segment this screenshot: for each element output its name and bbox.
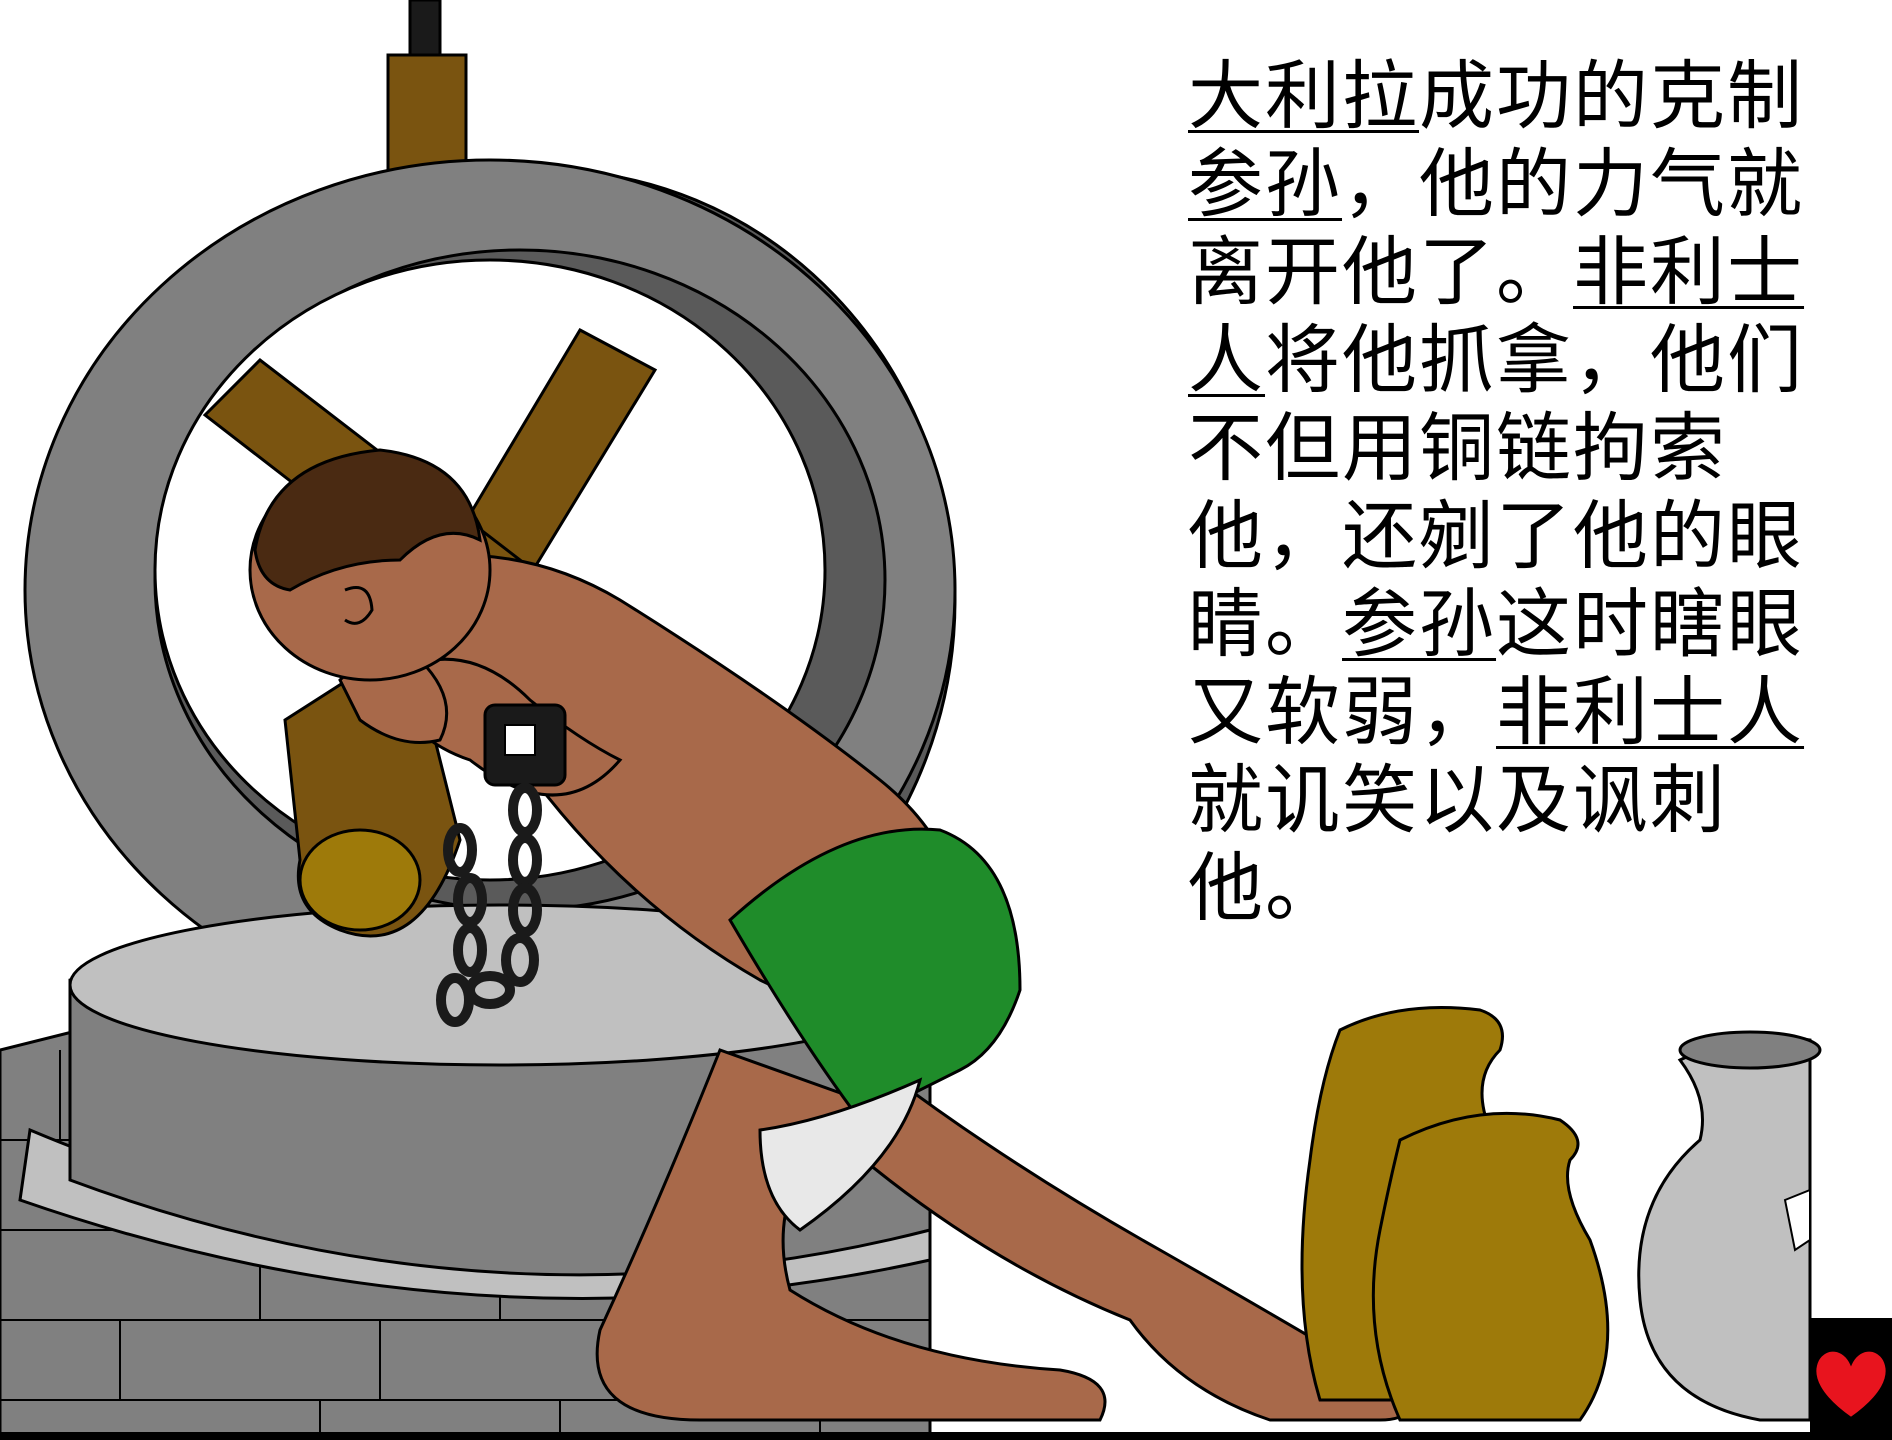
shackle-plate (504, 724, 536, 756)
jug-mouth (1678, 1030, 1822, 1070)
caption-segment: 非利士人 (1496, 668, 1805, 756)
caption-segment: 就讥笑以及讽刺他。 (1188, 756, 1728, 932)
water-jug (1637, 1036, 1812, 1422)
heart-icon (1814, 1349, 1888, 1420)
man-ear (344, 586, 374, 625)
axle-rod (408, 0, 442, 62)
next-page-button[interactable] (1810, 1318, 1892, 1440)
caption-segment: 非利士人 (1188, 228, 1805, 404)
man-undercloth (758, 1077, 923, 1232)
caption-segment: 大利拉 (1188, 52, 1420, 140)
chain (436, 783, 542, 1027)
caption-segment: 将他抓拿，他们不但用铜链拘索他，还剜了他的眼睛。 (1188, 316, 1805, 668)
caption-segment: ，他的力气就离开他了。 (1188, 140, 1805, 316)
caption-segment: 参孙 (1342, 580, 1497, 668)
beam-end (298, 828, 422, 932)
caption-segment: 参孙 (1188, 140, 1343, 228)
man-loincloth (728, 827, 1022, 1122)
man-back-leg (595, 1048, 1107, 1422)
man-hair (253, 448, 482, 592)
caption-segment: 成功的克制 (1419, 52, 1805, 140)
caption-segment: 这时瞎眼又软弱， (1188, 580, 1805, 756)
bottom-border (0, 1432, 1892, 1440)
sack-front (1371, 1111, 1610, 1422)
story-caption: 大利拉成功的克制参孙，他的力气就离开他了。非利士人将他抓拿，他们不但用铜链拘索他… (1188, 52, 1868, 932)
jug-label (1783, 1188, 1811, 1252)
